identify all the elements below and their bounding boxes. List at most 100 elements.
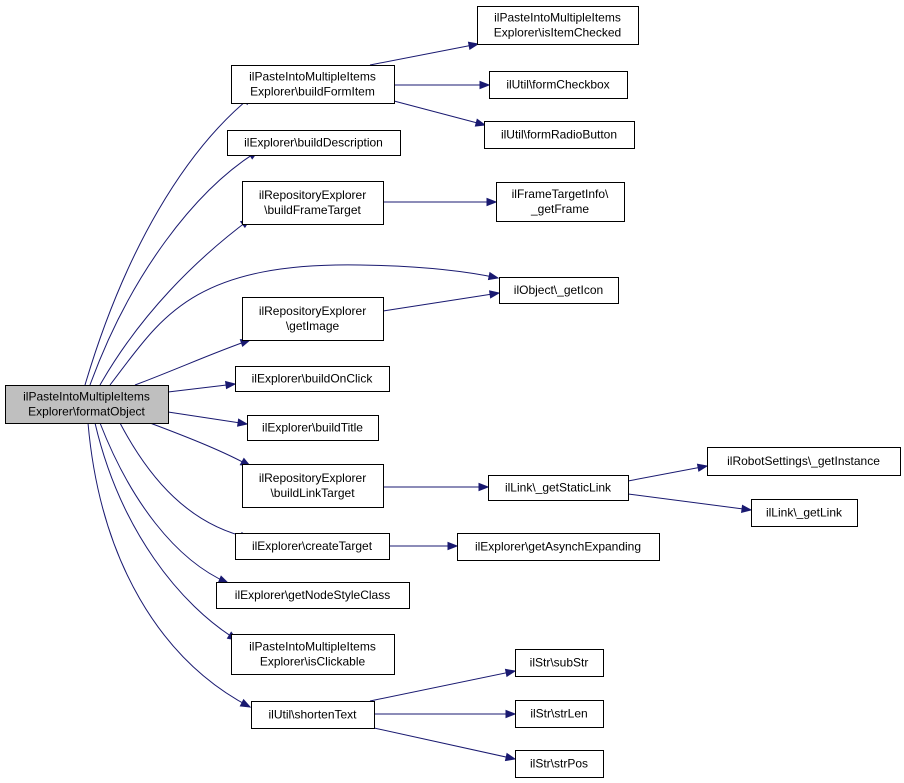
arrowhead (237, 418, 249, 427)
arrowhead (467, 41, 480, 51)
node-box (484, 121, 635, 149)
node-label-line: ilStr\strLen (530, 707, 587, 721)
edge-line (373, 727, 516, 760)
node-label-line: ilPasteIntoMultipleItems (249, 70, 376, 84)
edge-buildFormItem-to-formCheckbox (394, 80, 491, 90)
arrowhead (504, 752, 517, 762)
node-box (515, 700, 604, 728)
node-label-line: ilPasteIntoMultipleItems (494, 11, 621, 25)
edge-buildFormItem-to-isItemChecked (369, 41, 480, 66)
arrowhead (696, 463, 709, 472)
node-getNodeStyleClass[interactable]: ilExplorer\getNodeStyleClass (216, 582, 410, 609)
node-label-line: ilLink\_getLink (766, 506, 843, 520)
node-getImage[interactable]: ilRepositoryExplorer\getImage (242, 297, 384, 341)
edge-buildLinkTarget-to-getStaticLink (383, 482, 490, 492)
edge-line (167, 383, 236, 393)
node-label-line: ilExplorer\getAsynchExpanding (475, 540, 641, 554)
node-box (488, 475, 629, 501)
node-box (515, 649, 604, 677)
nodes-layer: ilPasteIntoMultipleItemsExplorer\formatO… (5, 6, 901, 778)
edge-line (94, 422, 238, 641)
node-shortenText[interactable]: ilUtil\shortenText (251, 701, 375, 729)
edge-formatObject-to-buildDescription (89, 150, 260, 386)
node-buildLinkTarget[interactable]: ilRepositoryExplorer\buildLinkTarget (242, 464, 384, 508)
node-label-line: \getImage (286, 319, 340, 333)
edge-getStaticLink-to-getLink (627, 493, 753, 513)
node-box (242, 181, 384, 225)
node-createTarget[interactable]: ilExplorer\createTarget (235, 533, 390, 560)
node-buildDescription[interactable]: ilExplorer\buildDescription (227, 130, 401, 156)
edge-getStaticLink-to-getInstance (627, 463, 709, 482)
node-label-line: ilFrameTargetInfo\ (512, 187, 609, 201)
edge-formatObject-to-buildTitle (167, 411, 249, 427)
node-label-line: ilObject\_getIcon (514, 283, 603, 297)
edge-line (89, 150, 259, 386)
node-getFrame[interactable]: ilFrameTargetInfo\_getFrame (496, 182, 625, 222)
edge-formatObject-to-shortenText (87, 422, 252, 708)
node-label-line: \buildFrameTarget (264, 203, 361, 217)
node-getAsynchExpanding[interactable]: ilExplorer\getAsynchExpanding (457, 533, 660, 561)
node-box (751, 499, 858, 527)
node-box (5, 385, 169, 424)
arrowhead (486, 197, 498, 207)
node-box (707, 447, 901, 476)
node-formCheckbox[interactable]: ilUtil\formCheckbox (489, 71, 628, 99)
edge-line (119, 422, 251, 539)
arrowhead (217, 575, 230, 584)
node-label-line: ilPasteIntoMultipleItems (249, 640, 376, 654)
node-isItemChecked[interactable]: ilPasteIntoMultipleItemsExplorer\isItemC… (477, 6, 639, 45)
edge-shortenText-to-strPos (373, 727, 517, 762)
node-strLen[interactable]: ilStr\strLen (515, 700, 604, 728)
arrowhead (504, 668, 517, 678)
node-label-line: ilRepositoryExplorer (259, 471, 366, 485)
edge-shortenText-to-strLen (374, 709, 517, 719)
node-box (231, 634, 395, 675)
node-label-line: ilRobotSettings\_getInstance (727, 454, 880, 468)
edge-line (627, 465, 708, 482)
node-label-line: \buildLinkTarget (270, 486, 355, 500)
node-getStaticLink[interactable]: ilLink\_getStaticLink (488, 475, 629, 501)
edge-line (99, 422, 229, 584)
node-label-line: ilUtil\formRadioButton (501, 128, 617, 142)
node-getIcon[interactable]: ilObject\_getIcon (499, 277, 619, 304)
node-label-line: Explorer\isClickable (260, 655, 366, 669)
node-formatObject[interactable]: ilPasteIntoMultipleItemsExplorer\formatO… (5, 385, 169, 424)
edge-line (393, 100, 486, 126)
edge-line (149, 422, 251, 467)
node-box (499, 277, 619, 304)
edge-formatObject-to-getIcon (109, 264, 500, 386)
node-buildFrameTarget[interactable]: ilRepositoryExplorer\buildFrameTarget (242, 181, 384, 225)
arrowhead (505, 709, 517, 719)
edge-buildFrameTarget-to-getFrame (383, 197, 498, 207)
node-isClickable[interactable]: ilPasteIntoMultipleItemsExplorer\isClick… (231, 634, 395, 675)
node-formRadioButton[interactable]: ilUtil\formRadioButton (484, 121, 635, 149)
node-box (489, 71, 628, 99)
edge-formatObject-to-buildOnClick (167, 380, 237, 393)
node-strPos[interactable]: ilStr\strPos (515, 750, 604, 778)
node-buildOnClick[interactable]: ilExplorer\buildOnClick (235, 366, 390, 392)
node-subStr[interactable]: ilStr\subStr (515, 649, 604, 677)
node-box (242, 464, 384, 508)
node-box (235, 533, 390, 560)
edge-line (627, 493, 752, 511)
edge-formatObject-to-buildFormItem (84, 95, 254, 386)
arrowhead (489, 290, 501, 299)
node-buildFormItem[interactable]: ilPasteIntoMultipleItemsExplorer\buildFo… (231, 65, 395, 104)
edge-formatObject-to-createTarget (119, 422, 252, 541)
node-label-line: ilExplorer\createTarget (252, 539, 373, 553)
node-box (457, 533, 660, 561)
node-label-line: ilRepositoryExplorer (259, 188, 366, 202)
node-buildTitle[interactable]: ilExplorer\buildTitle (247, 415, 379, 441)
edge-formatObject-to-getImage (134, 339, 252, 386)
edge-formatObject-to-buildFrameTarget (99, 218, 252, 386)
arrowhead (239, 698, 252, 708)
edge-getImage-to-getIcon (382, 290, 501, 312)
edge-line (134, 339, 251, 386)
edge-line (369, 670, 516, 702)
edge-shortenText-to-subStr (369, 668, 517, 702)
node-label-line: ilStr\subStr (530, 656, 589, 670)
node-getInstance[interactable]: ilRobotSettings\_getInstance (707, 447, 901, 476)
node-box (242, 297, 384, 341)
node-getLink[interactable]: ilLink\_getLink (751, 499, 858, 527)
